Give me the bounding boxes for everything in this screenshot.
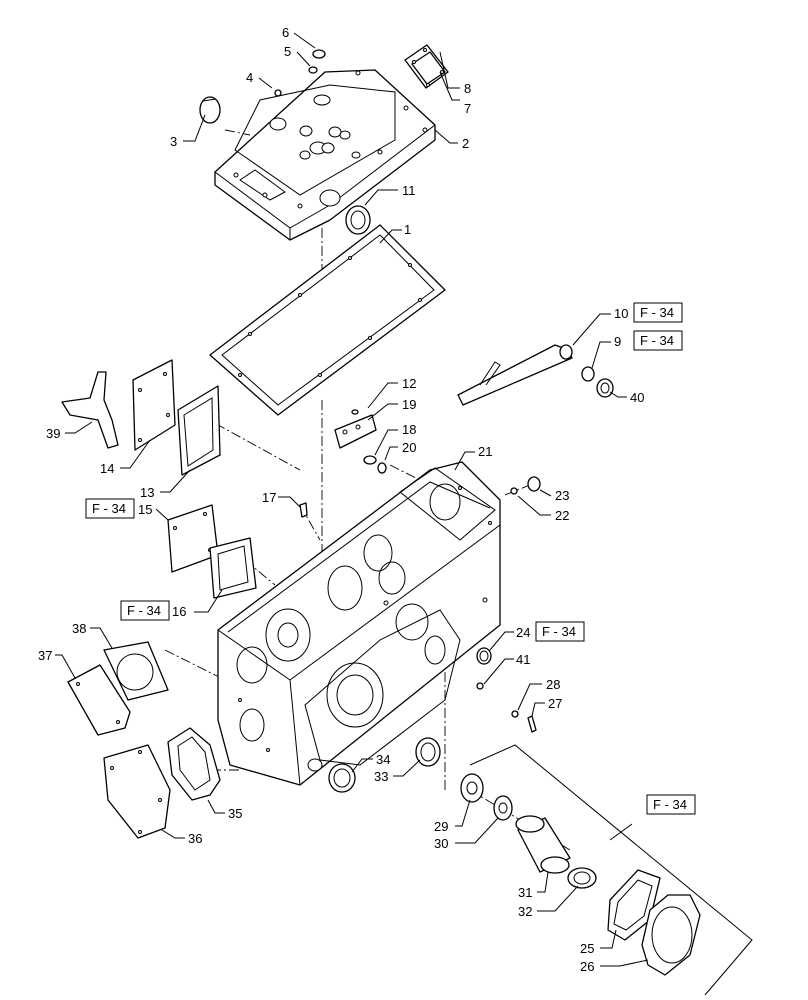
ring-part-5	[308, 66, 318, 74]
callout-41: 41	[516, 652, 530, 667]
callout-labels: 1 2 3 4 5 6 7 8 9 10 11 12 13 14 15 16 1…	[38, 25, 644, 974]
callout-25: 25	[580, 941, 594, 956]
seal-part-11	[345, 205, 371, 235]
top-cover	[214, 69, 436, 241]
callout-9: 9	[614, 334, 621, 349]
callout-19: 19	[402, 397, 416, 412]
callout-17: 17	[262, 490, 276, 505]
bolt-part-27	[527, 715, 537, 733]
callout-31: 31	[518, 885, 532, 900]
callout-29: 29	[434, 819, 448, 834]
seal-part-34	[328, 763, 356, 793]
gasket-part-16	[209, 537, 257, 599]
oring-part-24	[476, 647, 492, 665]
callout-11: 11	[402, 183, 416, 198]
callout-20: 20	[402, 440, 416, 455]
block-part-12-19	[334, 409, 377, 449]
plug-part-20	[377, 462, 387, 474]
gasket-part-38	[103, 641, 169, 701]
bolt-part-17	[299, 502, 308, 518]
callout-5: 5	[284, 44, 291, 59]
ref-box-15[interactable]: F - 34	[85, 498, 135, 519]
callout-39: 39	[46, 426, 60, 441]
ring-part-9	[581, 366, 595, 382]
housing-part-21	[217, 461, 501, 786]
reference-boxes[interactable]: F - 34 F - 34 F - 34 F - 34 F - 34 F - 3…	[85, 302, 696, 815]
gasket-part-13	[177, 385, 221, 476]
plate-part-7-8	[404, 44, 449, 89]
washer-part-29	[460, 773, 484, 803]
callout-22: 22	[555, 508, 569, 523]
ref-box-9[interactable]: F - 34	[633, 330, 683, 351]
ref-label-15: F - 34	[92, 501, 126, 516]
plug-part-41	[476, 682, 484, 690]
callout-21: 21	[478, 444, 492, 459]
ref-box-16[interactable]: F - 34	[120, 600, 170, 621]
callout-23: 23	[555, 488, 569, 503]
callout-26: 26	[580, 959, 594, 974]
cap-part-32	[567, 867, 597, 889]
leader-lines	[55, 32, 649, 967]
callout-28: 28	[546, 677, 560, 692]
callout-12: 12	[402, 376, 416, 391]
ref-label-9: F - 34	[640, 333, 674, 348]
cover-part-36	[103, 744, 171, 839]
ring-part-28	[511, 710, 519, 718]
washer-part-40	[596, 378, 614, 398]
callout-8: 8	[464, 81, 471, 96]
pipe-part-39	[61, 371, 119, 449]
oring-part-18	[363, 455, 377, 465]
callout-15: 15	[138, 502, 152, 517]
ref-label-16: F - 34	[127, 603, 161, 618]
group-bracket	[469, 744, 753, 996]
callout-18: 18	[402, 422, 416, 437]
cover-part-26	[641, 894, 701, 976]
ring-part-23	[527, 476, 541, 492]
callout-33: 33	[374, 769, 388, 784]
plug-part-3	[199, 96, 221, 124]
filter-part-31	[515, 815, 571, 874]
gasket-part-35	[167, 727, 221, 801]
callout-3: 3	[170, 134, 177, 149]
plate-part-14	[132, 359, 176, 451]
callout-34: 34	[376, 752, 390, 767]
callout-30: 30	[434, 836, 448, 851]
oring-part-6	[312, 49, 326, 59]
tube-part-10	[457, 344, 573, 406]
gasket-part-1	[209, 224, 446, 416]
callout-40: 40	[630, 390, 644, 405]
callout-37: 37	[38, 648, 52, 663]
callout-38: 38	[72, 621, 86, 636]
callout-1: 1	[404, 222, 411, 237]
callout-7: 7	[464, 101, 471, 116]
group-bracket-leader	[609, 823, 633, 841]
ref-label-24: F - 34	[542, 624, 576, 639]
callout-13: 13	[140, 485, 154, 500]
seal-part-33	[415, 737, 441, 767]
ref-box-24[interactable]: F - 34	[535, 621, 585, 642]
cover-part-37	[67, 664, 131, 736]
callout-10: 10	[614, 306, 628, 321]
ring-part-22	[510, 487, 518, 495]
callout-27: 27	[548, 696, 562, 711]
ref-box-group[interactable]: F - 34	[646, 794, 696, 815]
callout-2: 2	[462, 136, 469, 151]
callout-24: 24	[516, 625, 530, 640]
plug-part-4	[274, 89, 282, 97]
callout-35: 35	[228, 806, 242, 821]
washer-part-30	[493, 795, 513, 821]
callout-16: 16	[172, 604, 186, 619]
ref-box-10[interactable]: F - 34	[633, 302, 683, 323]
ref-label-group: F - 34	[653, 797, 687, 812]
callout-4: 4	[246, 70, 253, 85]
callout-6: 6	[282, 25, 289, 40]
callout-36: 36	[188, 831, 202, 846]
callout-32: 32	[518, 904, 532, 919]
callout-14: 14	[100, 461, 114, 476]
ref-label-10: F - 34	[640, 305, 674, 320]
